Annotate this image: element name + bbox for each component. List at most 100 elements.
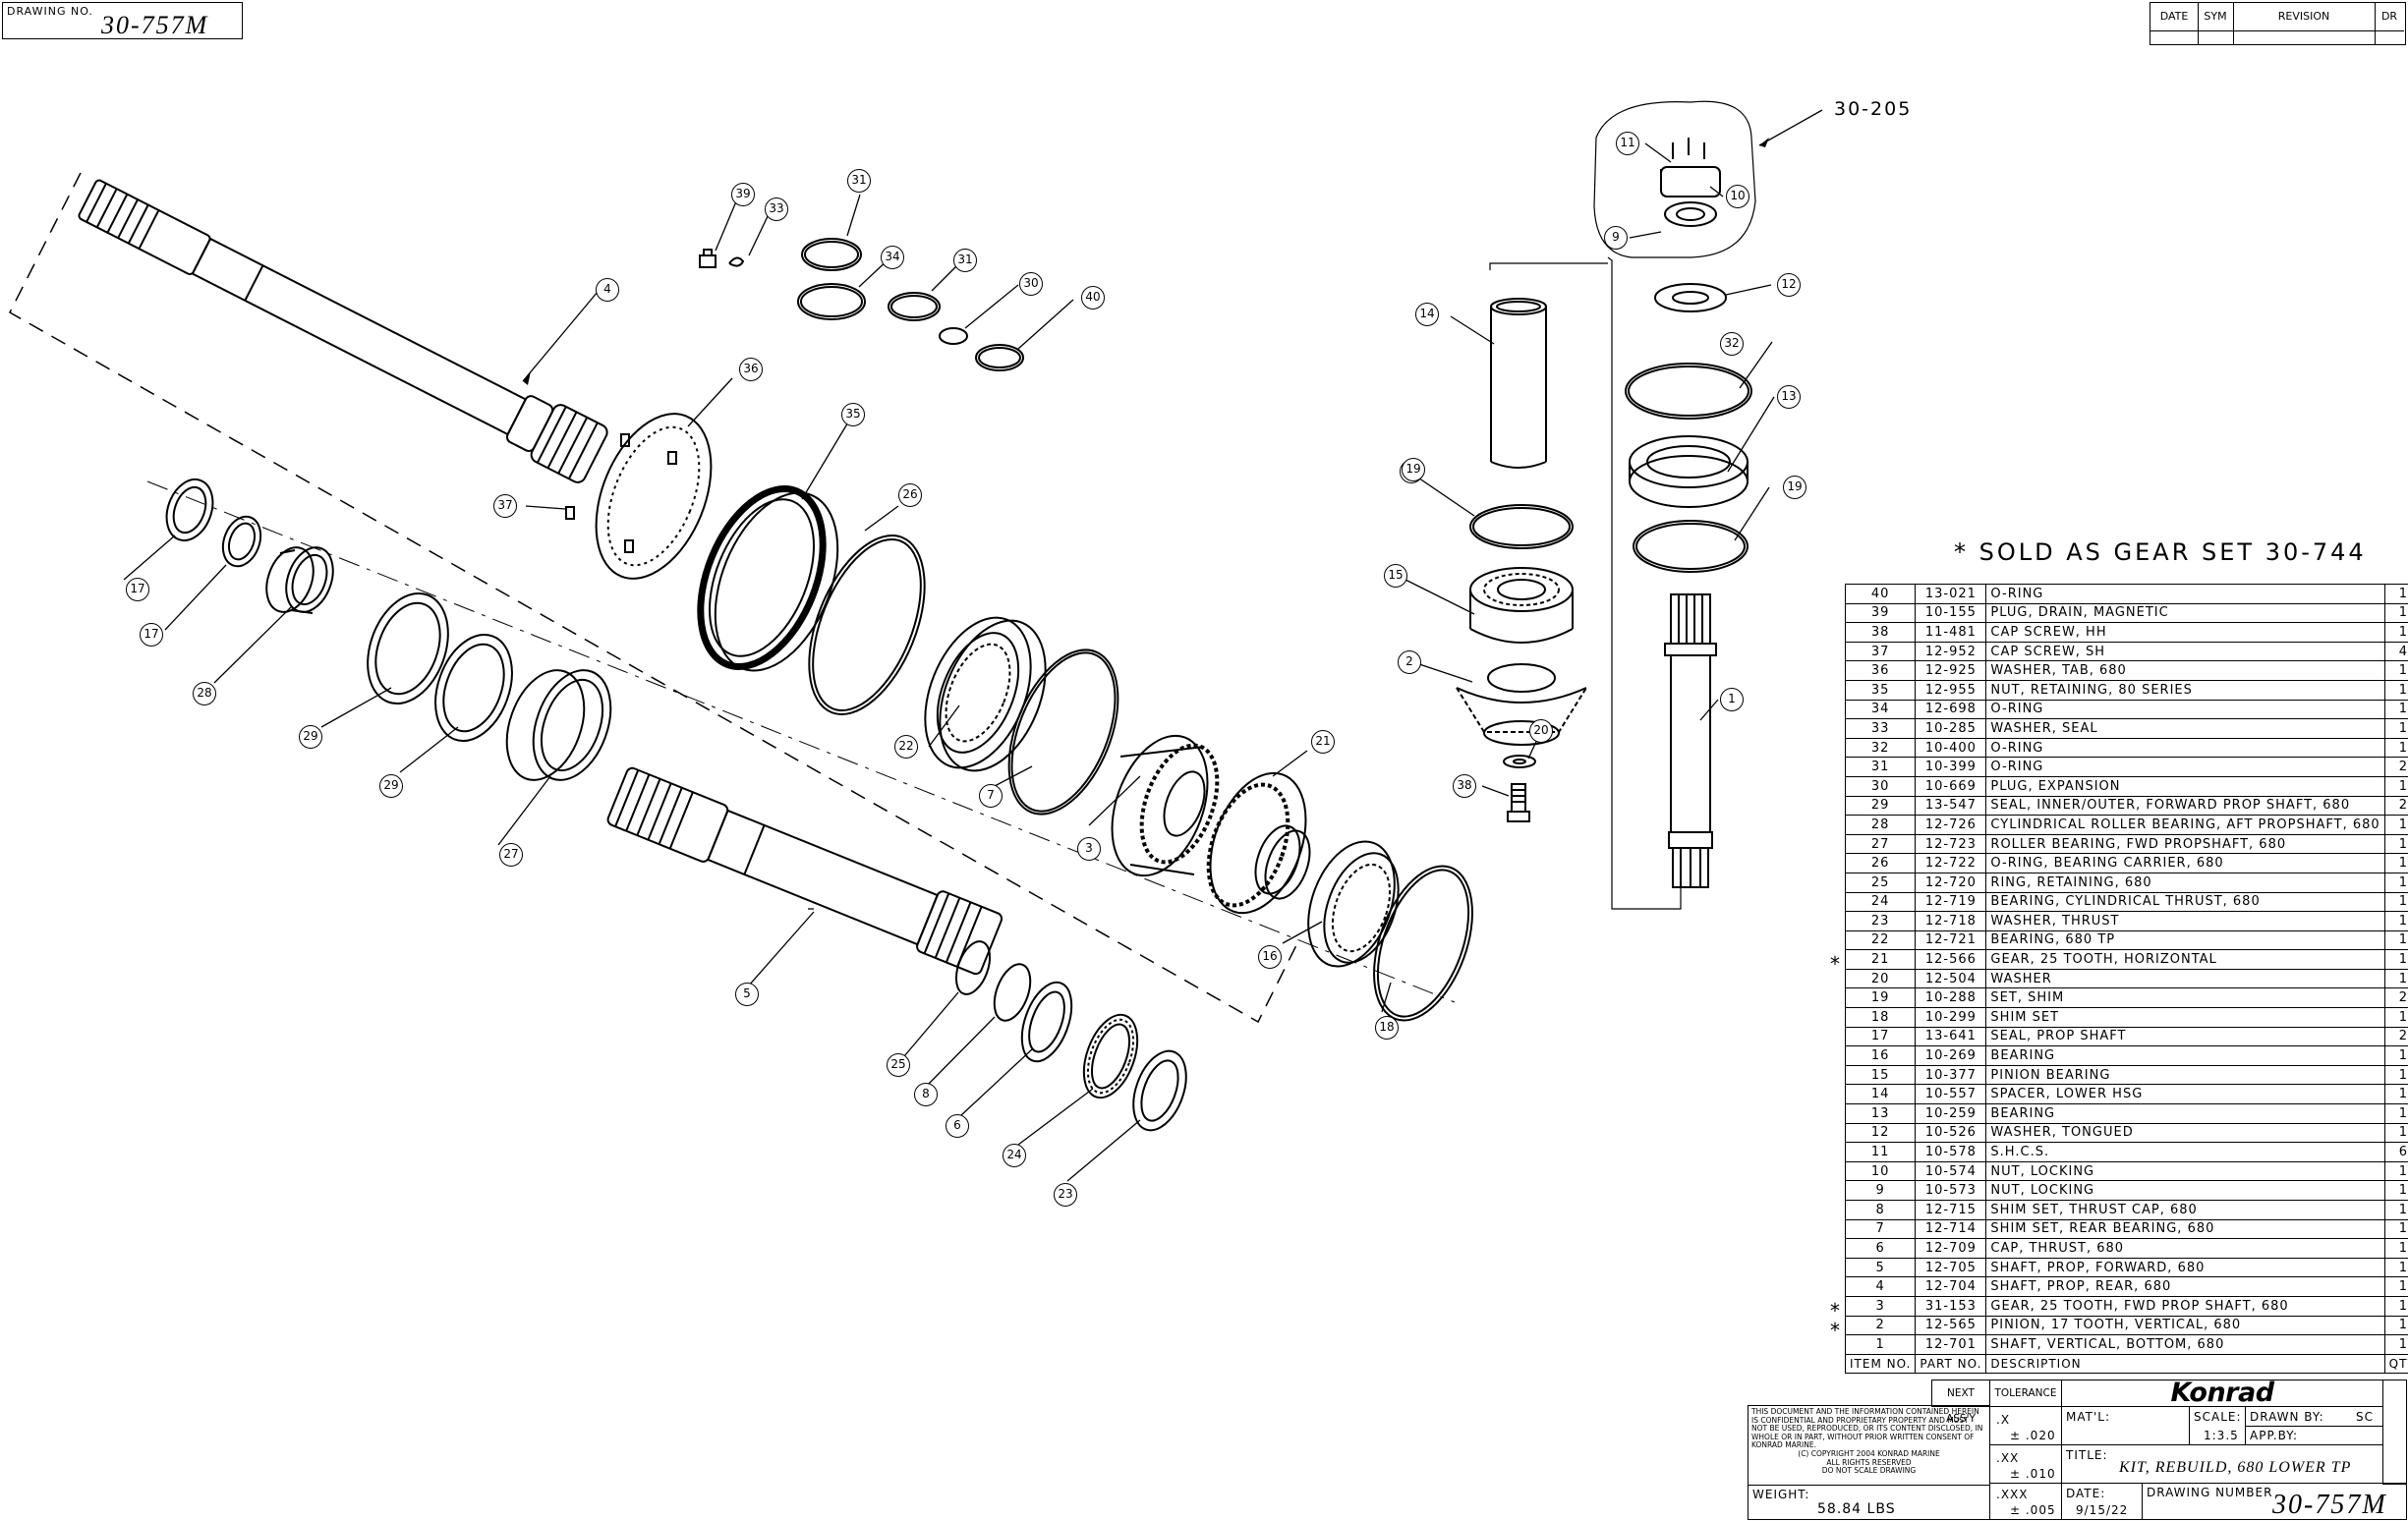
bearing-13 — [1629, 435, 1749, 508]
parts-cell-part: 12-723 — [1915, 833, 1987, 855]
bearing-16 — [1307, 840, 1400, 968]
item-balloon: 29 — [379, 774, 403, 798]
parts-cell-item: 36 — [1844, 660, 1917, 681]
tol-xx-value: ± .010 — [2010, 1467, 2056, 1481]
parts-cell-desc: O-RING — [1985, 737, 2385, 759]
tongued-washer-12 — [1654, 283, 1727, 312]
material-box: MAT'L: — [2061, 1406, 2190, 1445]
item-balloon: 29 — [299, 725, 322, 749]
tab-washer-36 — [595, 413, 713, 580]
parts-cell-item: 34 — [1844, 699, 1917, 720]
drawing-number-label: DRAWING NUMBER — [2147, 1486, 2273, 1499]
parts-cell-item: 37 — [1844, 641, 1917, 662]
item-balloon: 10 — [1726, 185, 1749, 208]
parts-cell-part: 10-573 — [1915, 1180, 1987, 1201]
parts-cell-qty: 1 — [2383, 930, 2408, 951]
forward-prop-shaft — [606, 766, 1003, 976]
revision-header-date: DATE — [2150, 3, 2199, 31]
parts-cell-qty: 2 — [2383, 987, 2408, 1009]
confidential-text: THIS DOCUMENT AND THE INFORMATION CONTAI… — [1751, 1407, 1983, 1450]
item-balloon: 17 — [140, 623, 163, 647]
cap-screw-38 — [1507, 783, 1530, 822]
title-block-edge — [2382, 1380, 2407, 1485]
parts-cell-part: 12-714 — [1915, 1218, 1987, 1240]
parts-cell-part: 10-288 — [1915, 987, 1987, 1009]
drawing-no-box: DRAWING NO. 30-757M — [2, 2, 243, 39]
item-balloon: 4 — [596, 278, 619, 302]
parts-cell-qty: 1 — [2383, 584, 2408, 604]
assembly-ref-label: 30-205 — [1834, 98, 1913, 120]
item-balloon: 11 — [1616, 132, 1639, 155]
parts-cell-qty: 1 — [2383, 1238, 2408, 1259]
scale-box: SCALE: 1:3.5 — [2189, 1406, 2246, 1445]
parts-cell-part: 12-719 — [1915, 891, 1987, 913]
parts-cell-item: 10 — [1844, 1160, 1917, 1182]
parts-cell-item: 27 — [1844, 833, 1917, 855]
oring-40 — [975, 344, 1024, 371]
parts-cell-qty: 1 — [2383, 1295, 2408, 1317]
parts-cell-part: 12-698 — [1915, 699, 1987, 720]
parts-cell-part: 12-720 — [1915, 872, 1987, 893]
parts-cell-desc: GEAR, 25 TOOTH, FWD PROP SHAFT, 680 — [1985, 1295, 2385, 1317]
item-balloon: 16 — [1258, 945, 1282, 969]
gear-set-star: * — [1830, 1318, 1840, 1342]
drawn-by-value: SC — [2356, 1410, 2374, 1424]
parts-cell-qty: 1 — [2383, 602, 2408, 624]
parts-cell-desc: S.H.C.S. — [1985, 1142, 2385, 1162]
assembly-bubble — [1593, 100, 1756, 258]
parts-cell-qty: 1 — [2383, 1200, 2408, 1220]
gear-set-star: * — [1830, 952, 1840, 977]
weight-box: WEIGHT: 58.84 LBS — [1748, 1485, 1990, 1520]
parts-cell-desc: NUT, LOCKING — [1985, 1180, 2385, 1201]
thrust-cap-6 — [1020, 981, 1073, 1063]
tol-x-value: ± .020 — [2010, 1429, 2056, 1442]
cap-screws-37 — [565, 433, 677, 553]
parts-cell-part: 12-721 — [1915, 930, 1987, 951]
parts-cell-part: 11-481 — [1915, 622, 1987, 643]
parts-cell-desc: NUT, LOCKING — [1985, 1160, 2385, 1182]
parts-cell-desc: BEARING — [1985, 1103, 2385, 1124]
parts-cell-item: 2 — [1844, 1315, 1917, 1336]
next-assy-label: NEXT ASS'Y — [1946, 1387, 1976, 1425]
no-scale-text: DO NOT SCALE DRAWING — [1821, 1466, 1917, 1476]
item-balloon: 17 — [126, 578, 149, 601]
washer-20 — [1503, 755, 1536, 768]
drawing-title: KIT, REBUILD, 680 LOWER TP — [2119, 1459, 2352, 1476]
parts-cell-desc: O-RING — [1985, 584, 2385, 604]
item-balloon: 12 — [1777, 273, 1801, 297]
next-assy-box: NEXT ASS'Y — [1931, 1380, 1990, 1425]
tol-x-label: .X — [1996, 1413, 2011, 1427]
item-balloon: 21 — [1311, 730, 1335, 754]
parts-cell-item: 17 — [1844, 1026, 1917, 1047]
parts-cell-desc: O-RING — [1985, 699, 2385, 720]
parts-cell-desc: WASHER, THRUST — [1985, 911, 2385, 931]
drawing-no-label: DRAWING NO. — [7, 5, 93, 18]
parts-cell-part: 12-952 — [1915, 641, 1987, 662]
item-balloon: 35 — [841, 403, 865, 426]
parts-cell-desc: SHIM SET, REAR BEARING, 680 — [1985, 1218, 2385, 1240]
parts-cell-item: 39 — [1844, 602, 1917, 624]
parts-cell-item: 6 — [1844, 1238, 1917, 1259]
revision-header-dr: DR — [2375, 3, 2404, 31]
item-balloon: 25 — [887, 1053, 910, 1077]
parts-cell-qty: 1 — [2383, 1218, 2408, 1240]
parts-cell-part: 12-705 — [1915, 1257, 1987, 1278]
item-balloon: 37 — [493, 494, 517, 518]
oring-31b — [888, 292, 941, 321]
item-balloon: 32 — [1720, 332, 1744, 356]
parts-header-part: PART NO. — [1915, 1353, 1987, 1375]
parts-cell-qty: 1 — [2383, 1084, 2408, 1105]
parts-cell-item: 14 — [1844, 1084, 1917, 1105]
parts-cell-desc: GEAR, 25 TOOTH, HORIZONTAL — [1985, 949, 2385, 970]
item-balloon: 15 — [1384, 564, 1407, 588]
